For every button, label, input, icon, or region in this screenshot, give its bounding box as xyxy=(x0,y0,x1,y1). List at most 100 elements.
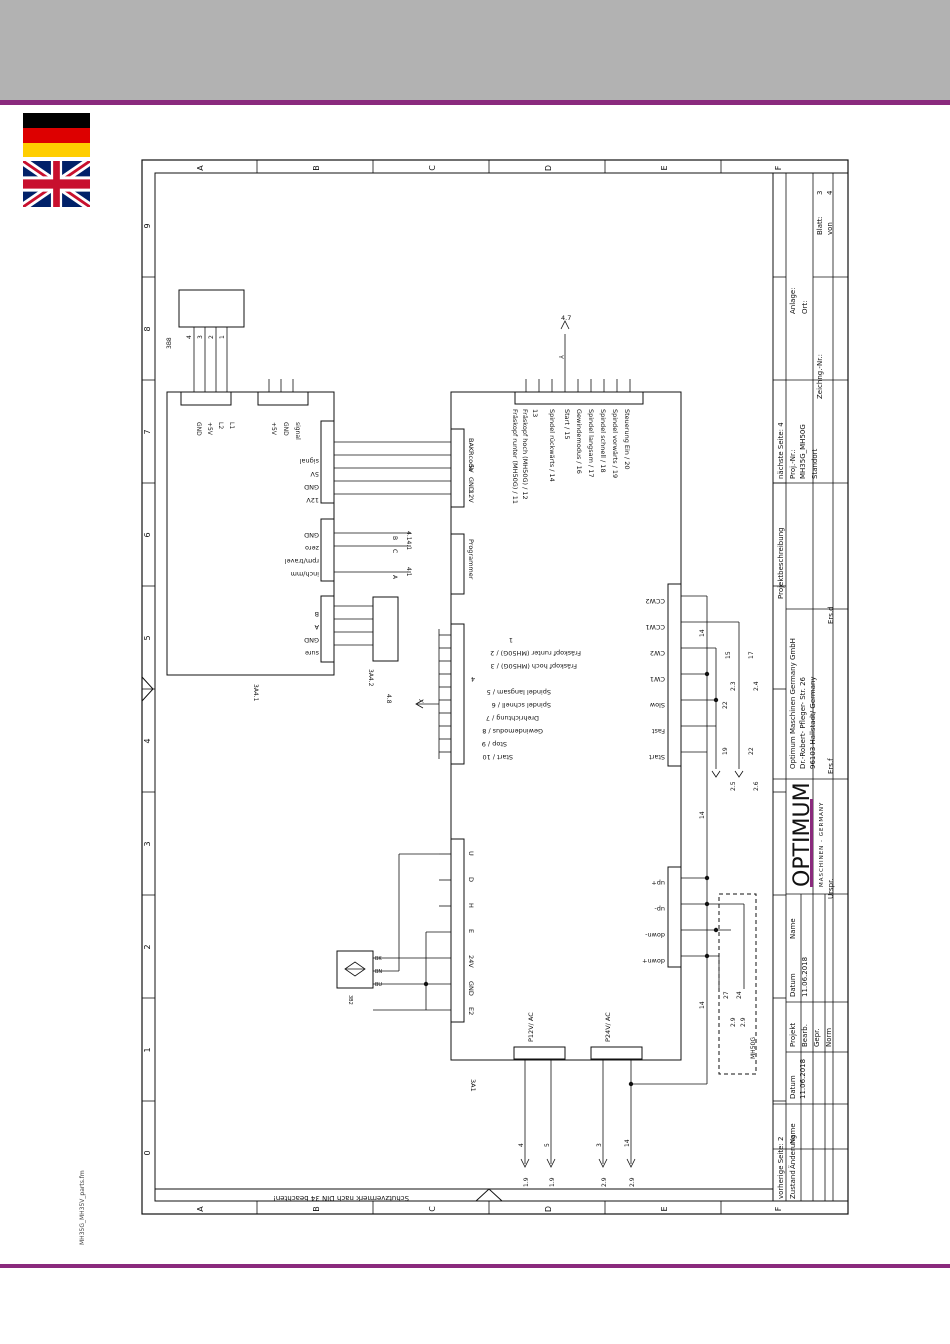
xref-c: C xyxy=(391,549,398,553)
col-label-a-bottom: A xyxy=(196,1206,205,1212)
a41-r1-gnd: GND xyxy=(304,483,319,491)
a41-r3-b: B xyxy=(315,610,319,618)
aenderung: Änderung xyxy=(788,1135,797,1169)
urspr: Urspr. xyxy=(827,878,835,899)
blatt-label: Blatt: xyxy=(816,216,824,235)
3a4-1-top-connector xyxy=(180,391,232,406)
datum-right: 11.06.2018 xyxy=(801,957,809,997)
3a1-label: 3A1 xyxy=(469,1079,477,1092)
a41-r2-zero: zero xyxy=(305,544,319,552)
bottom-num-5: 5 xyxy=(544,1143,551,1147)
wire-ref-24: 2.4 xyxy=(753,681,760,691)
company-line2: Dr.-Robert- Pfleger- Str. 26 xyxy=(799,676,807,769)
a1-term-12: Fräskopf hoch (MH50G) / 12 xyxy=(521,409,529,500)
a41-pin-gnd: GND xyxy=(195,422,202,436)
a1-l1-gnd: GND xyxy=(467,477,475,492)
a41-connector-2 xyxy=(320,518,335,582)
col-label-c-bottom: C xyxy=(428,1206,437,1212)
naechste-seite: nächste Seite: 4 xyxy=(777,422,785,479)
datum-left: 11.06.2018 xyxy=(799,1059,807,1099)
wire-num-b: 15 xyxy=(725,651,732,659)
uk-flag-icon[interactable] xyxy=(23,161,90,207)
p12v-connector xyxy=(513,1046,566,1060)
a1-bl-d: D xyxy=(467,877,475,882)
a1-r-down-plus: down+ xyxy=(642,957,665,965)
row-label-2: 2 xyxy=(143,944,152,949)
mh50g-label: MH50G xyxy=(750,1037,757,1059)
datum-label-left: Datum xyxy=(789,1075,797,1099)
a1-bt-4: 4 xyxy=(471,675,475,683)
p24v-label: P24V/ AC xyxy=(604,1012,612,1042)
3b2-sensor xyxy=(336,950,374,989)
anlage: Anlage: xyxy=(789,287,797,314)
col-label-b-bottom: B xyxy=(312,1206,321,1212)
a1-r-fast: Fast xyxy=(651,727,665,735)
col-label-c: C xyxy=(428,165,437,171)
bottom-ref-4: 2.9 xyxy=(629,1177,636,1187)
projekt-label: Projekt xyxy=(789,1023,797,1047)
header-rule xyxy=(0,100,950,105)
a41-connector-3 xyxy=(320,595,335,663)
a41-r1-12v: 12V xyxy=(306,496,319,504)
xref-47: 4.7 xyxy=(561,314,571,322)
p24v-connector xyxy=(590,1046,643,1060)
3a1-terminal-block-ui xyxy=(450,838,465,1023)
von-value: 4 xyxy=(826,190,834,195)
row-label-7: 7 xyxy=(143,429,152,434)
blatt-value: 3 xyxy=(816,191,824,195)
3a1-right-terminal-2 xyxy=(667,866,682,968)
row-label-6: 6 xyxy=(143,532,152,537)
a1-l1-12v: 12V xyxy=(467,490,475,503)
logo-subtext: MASCHINEN - GERMANY xyxy=(819,802,825,887)
a1-r-start: Start xyxy=(649,753,665,761)
3a1-left-connector-1 xyxy=(450,428,465,508)
a1-bt-8: Gewindemodus / 8 xyxy=(482,727,543,735)
wire-num-i: 14 xyxy=(699,811,706,819)
a1-r-up-minus: up- xyxy=(654,905,665,913)
a1-term-15: Start / 15 xyxy=(563,409,571,439)
a1-bt-3: Fräskopf hoch (MH50G) / 3 xyxy=(491,662,578,670)
a41-pin2-gnd: GND xyxy=(282,422,289,436)
a41-r1-5v: 5V xyxy=(310,470,319,478)
a1-term-20: Steuerung Ein / 20 xyxy=(623,409,631,470)
footer-rule xyxy=(0,1264,950,1268)
wire-num-c: 17 xyxy=(748,651,755,659)
b8-pin-1: 1 xyxy=(219,335,226,339)
b2-wire-bk: BK xyxy=(375,956,382,962)
b8-pin-2: 2 xyxy=(208,335,215,339)
a1-bl-e: E xyxy=(467,929,475,933)
zustand: Zustand xyxy=(789,1170,797,1199)
a41-r2-gnd: GND xyxy=(304,531,319,539)
a1-l1-5v: 5V xyxy=(467,464,475,473)
b2-wire-bn: BN xyxy=(375,969,382,975)
ort: Ort: xyxy=(801,301,809,315)
bottom-num-4: 4 xyxy=(518,1143,525,1147)
sheet-frame xyxy=(141,159,849,1215)
a1-r-slow: Slow xyxy=(649,701,665,709)
wiring-diagram-sheet: A B C D E F A B C D E F 9 8 7 6 5 4 3 2 … xyxy=(141,159,849,1215)
a1-term-19: Spindel vorwärts / 19 xyxy=(611,409,619,478)
bearb-label: Bearb. xyxy=(801,1024,809,1047)
col-label-d: D xyxy=(544,165,553,171)
row-label-3: 3 xyxy=(143,841,152,846)
a41-r3-sure: sure xyxy=(305,649,319,657)
norm-label: Norm xyxy=(825,1028,833,1047)
wire-num-h: 24 xyxy=(736,991,743,999)
bottom-ref-1: 1.9 xyxy=(523,1177,530,1187)
a1-bt-2: Fräskopf runter (MH50G) / 2 xyxy=(490,649,581,657)
3b8-connector xyxy=(178,289,245,328)
a1-bt-5: Spindel langsam / 5 xyxy=(487,688,551,696)
standort: Standort xyxy=(811,448,819,479)
a41-pin-l1: L1 xyxy=(228,422,235,429)
company-line3: 96103 Hallstadt/ Germany xyxy=(809,676,817,769)
ers-f: Ers.f xyxy=(827,758,835,774)
a41-connector-1 xyxy=(320,420,335,504)
wire-ref-25: 2.5 xyxy=(730,781,737,791)
mh50g-option-box xyxy=(718,893,757,1075)
company-line1: Optimum Maschinen Germany GmbH xyxy=(789,638,797,769)
a1-l1-bak: BAK xyxy=(467,438,475,452)
a1-r-ccw2: CCW2 xyxy=(645,597,665,605)
a1-bl-u: U xyxy=(467,851,475,856)
german-flag-icon[interactable] xyxy=(23,113,90,157)
a41-r3-gnd: GND xyxy=(304,636,319,644)
